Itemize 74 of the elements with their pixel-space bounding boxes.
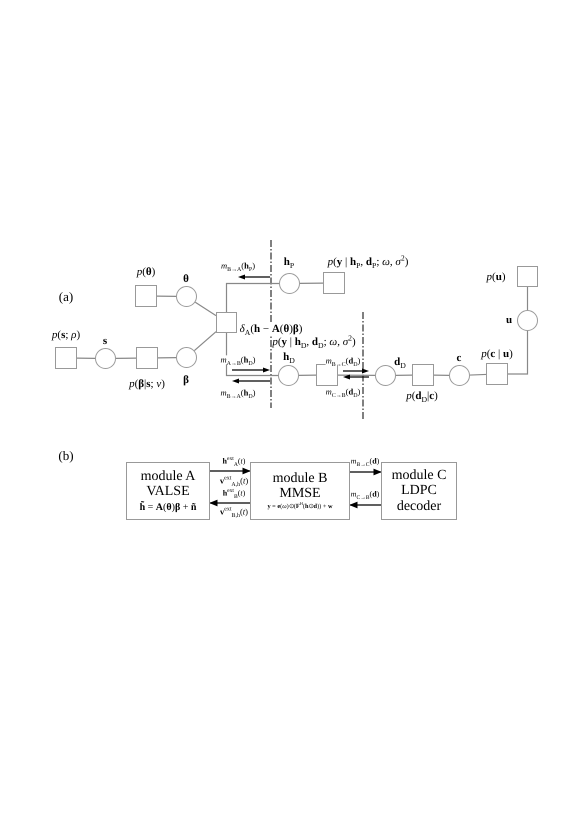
connector-line	[116, 358, 136, 359]
square-node	[216, 312, 237, 333]
circle-node	[517, 310, 538, 331]
node-label: p(y | h$_{P}$, d$_{P}$; ω, σ$^{2}$)	[328, 256, 408, 268]
node-label: θ	[183, 272, 189, 286]
message-label: m$_{B→A}$(h$_{P}$)	[220, 261, 256, 271]
message-label: m$_{B→C}$(d$_{D}$)	[326, 356, 360, 366]
arrow	[209, 500, 250, 506]
panel-label: (b)	[58, 448, 74, 464]
arrow	[349, 502, 381, 508]
module-label: LDPC decoder	[396, 483, 442, 514]
circle-node	[176, 286, 197, 307]
node-label: p(s; ρ)	[52, 328, 80, 342]
circle-node	[449, 365, 470, 386]
node-label: h$_{D}$	[283, 350, 295, 364]
message-label: m$_{A→B}$(h$_{D}$)	[220, 355, 256, 365]
arrow	[350, 468, 382, 476]
message-label: m$_{C→B}$(d$_{D}$)	[326, 387, 360, 397]
connector-line	[77, 358, 95, 359]
message-label: v$^{ext}$$_{A,h}$(t)	[220, 476, 248, 486]
message-label: v$^{ext}$$_{B,h}$(t)	[220, 507, 248, 517]
module-box	[250, 462, 350, 520]
connector-line	[226, 333, 278, 376]
node-label: p(β|s; ν)	[129, 378, 165, 390]
connector-line	[158, 357, 176, 358]
node-label: β	[183, 374, 189, 386]
module-box	[126, 462, 210, 520]
equation-text: h̃ = A(θ)β + ñ	[140, 502, 196, 514]
circle-node	[279, 273, 300, 294]
square-node	[136, 347, 158, 369]
node-label: p(θ)	[136, 266, 156, 278]
square-node	[517, 266, 538, 287]
message-label: m$_{B→A}$(h$_{D}$)	[220, 388, 256, 398]
circle-node	[278, 365, 299, 386]
node-label: h$_{P}$	[284, 256, 294, 268]
connector-line	[508, 331, 528, 375]
edge-label: h$^{ext}$$_{A}$(t)	[222, 458, 246, 466]
module-label: module B	[272, 470, 328, 486]
connector-line	[526, 287, 528, 310]
connector-line	[299, 374, 316, 376]
node-label: δ$_{A}$(h − A(θ)β)	[240, 322, 302, 336]
square-node	[486, 363, 508, 385]
square-node	[412, 364, 434, 386]
circle-node	[95, 348, 116, 369]
node-label: p(u)	[486, 270, 506, 284]
circle-node	[176, 347, 197, 368]
edge-label: m$_{B→C}$(d)	[350, 458, 380, 466]
module-label: module C	[392, 468, 446, 484]
square-node	[316, 364, 338, 386]
connector-line	[194, 331, 216, 352]
connector-line	[338, 374, 375, 376]
circle-node	[375, 365, 396, 386]
node-label: p(c | u)	[481, 348, 513, 360]
edge-label: h$^{ext}$$_{B}$(t)	[222, 490, 246, 498]
node-label: p(d$_{D}$|c)	[406, 390, 438, 402]
edge-label: m$_{C→B}$(d)	[350, 490, 380, 500]
connector-line	[300, 282, 323, 284]
square-node	[135, 285, 157, 307]
module-label: module A	[140, 468, 196, 484]
arrow	[210, 468, 251, 474]
module-box	[381, 462, 457, 520]
module-label: MMSE	[279, 486, 321, 502]
connector-line	[434, 374, 449, 376]
square-node	[323, 272, 345, 294]
panel-label: (a)	[58, 290, 74, 304]
module-label: VALSE	[146, 484, 190, 500]
connector-line	[226, 282, 279, 312]
connector-line	[396, 374, 412, 376]
node-label: d$_{D}$	[394, 356, 406, 368]
connector-line	[194, 302, 216, 316]
connector-line	[470, 374, 486, 376]
node-label: p(y | h$_{D}$, d$_{D}$; ω, σ$^{2}$)	[272, 336, 356, 348]
connector-line	[157, 296, 176, 297]
square-node	[55, 347, 77, 369]
